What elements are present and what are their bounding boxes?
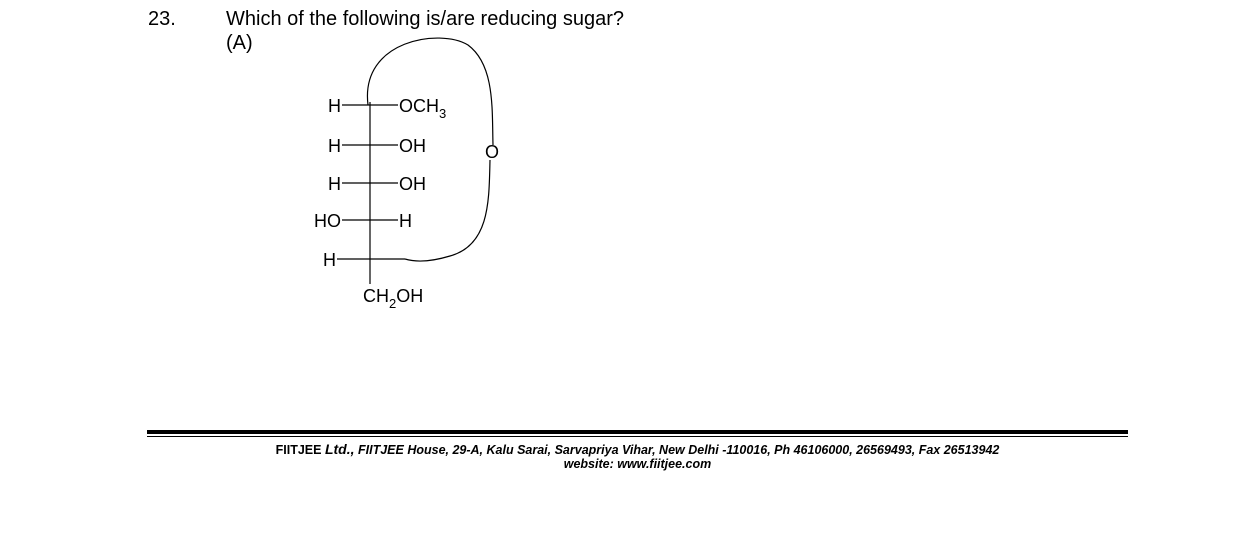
row-1-right-subscript: 3 xyxy=(439,106,446,121)
ring-oxygen-label: O xyxy=(485,142,499,162)
question-number: 23. xyxy=(148,8,176,30)
bottom-subscript: 2 xyxy=(389,296,396,311)
row-2-right-label: OH xyxy=(399,136,426,156)
footer-brand: FIITJEE xyxy=(275,443,322,457)
bottom-tail: OH xyxy=(396,286,423,306)
ring-bond-path xyxy=(366,37,494,262)
row-5-left-label: H xyxy=(323,250,336,270)
option-label-a: (A) xyxy=(226,32,253,54)
row-1-right-label: OCH3 xyxy=(399,96,446,121)
footer-address: FIITJEE House, 29-A, Kalu Sarai, Sarvapr… xyxy=(358,443,1000,457)
footer-ltd: Ltd., xyxy=(324,441,355,457)
footer-rule-thin xyxy=(147,436,1128,437)
row-4-right-label: H xyxy=(399,211,412,231)
bottom-main: CH xyxy=(363,286,389,306)
bottom-group-label: CH2OH xyxy=(363,286,423,311)
row-1-left-label: H xyxy=(328,96,341,116)
row-2-left-label: H xyxy=(328,136,341,156)
row-3-right-label: OH xyxy=(399,174,426,194)
row-4-left-label: HO xyxy=(314,211,341,231)
row-3-left-label: H xyxy=(328,174,341,194)
footer-rule-thick xyxy=(147,430,1128,434)
row-1-right-main: OCH xyxy=(399,96,439,116)
question-text: Which of the following is/are reducing s… xyxy=(226,8,624,30)
footer-address-line: FIITJEE Ltd., FIITJEE House, 29-A, Kalu … xyxy=(147,442,1128,458)
footer-website: website: www.fiitjee.com xyxy=(563,457,712,471)
